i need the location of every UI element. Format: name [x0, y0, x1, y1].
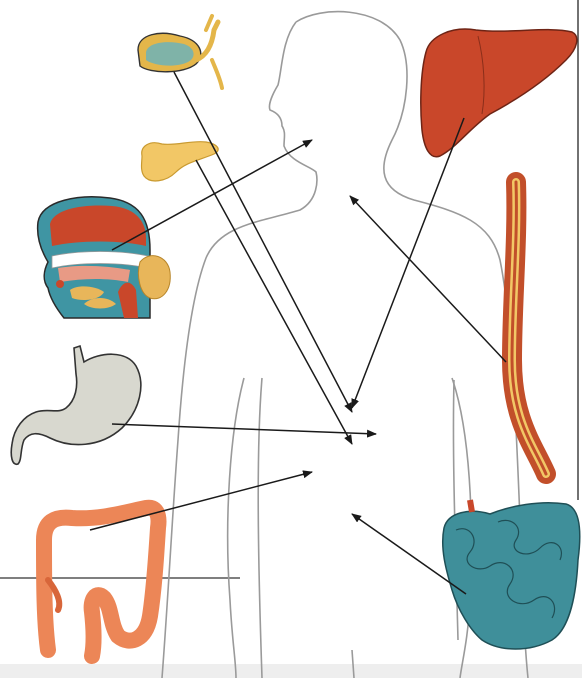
pancreas-icon	[142, 142, 219, 181]
stomach-icon	[11, 346, 141, 464]
small-intestine-icon	[443, 500, 580, 649]
arrow-pancreas	[196, 160, 352, 444]
mouth-cross-section-icon	[38, 197, 171, 318]
liver-icon	[421, 29, 577, 157]
gallbladder-icon	[138, 16, 222, 88]
arrow-large-intestine	[90, 472, 312, 530]
large-intestine-icon	[44, 508, 159, 656]
arrow-liver	[352, 118, 464, 408]
arrow-esophagus	[350, 196, 506, 362]
arrow-stomach	[112, 424, 376, 434]
esophagus-icon	[512, 182, 546, 474]
arrow-gallbladder	[174, 72, 352, 412]
bottom-strip	[0, 664, 582, 678]
